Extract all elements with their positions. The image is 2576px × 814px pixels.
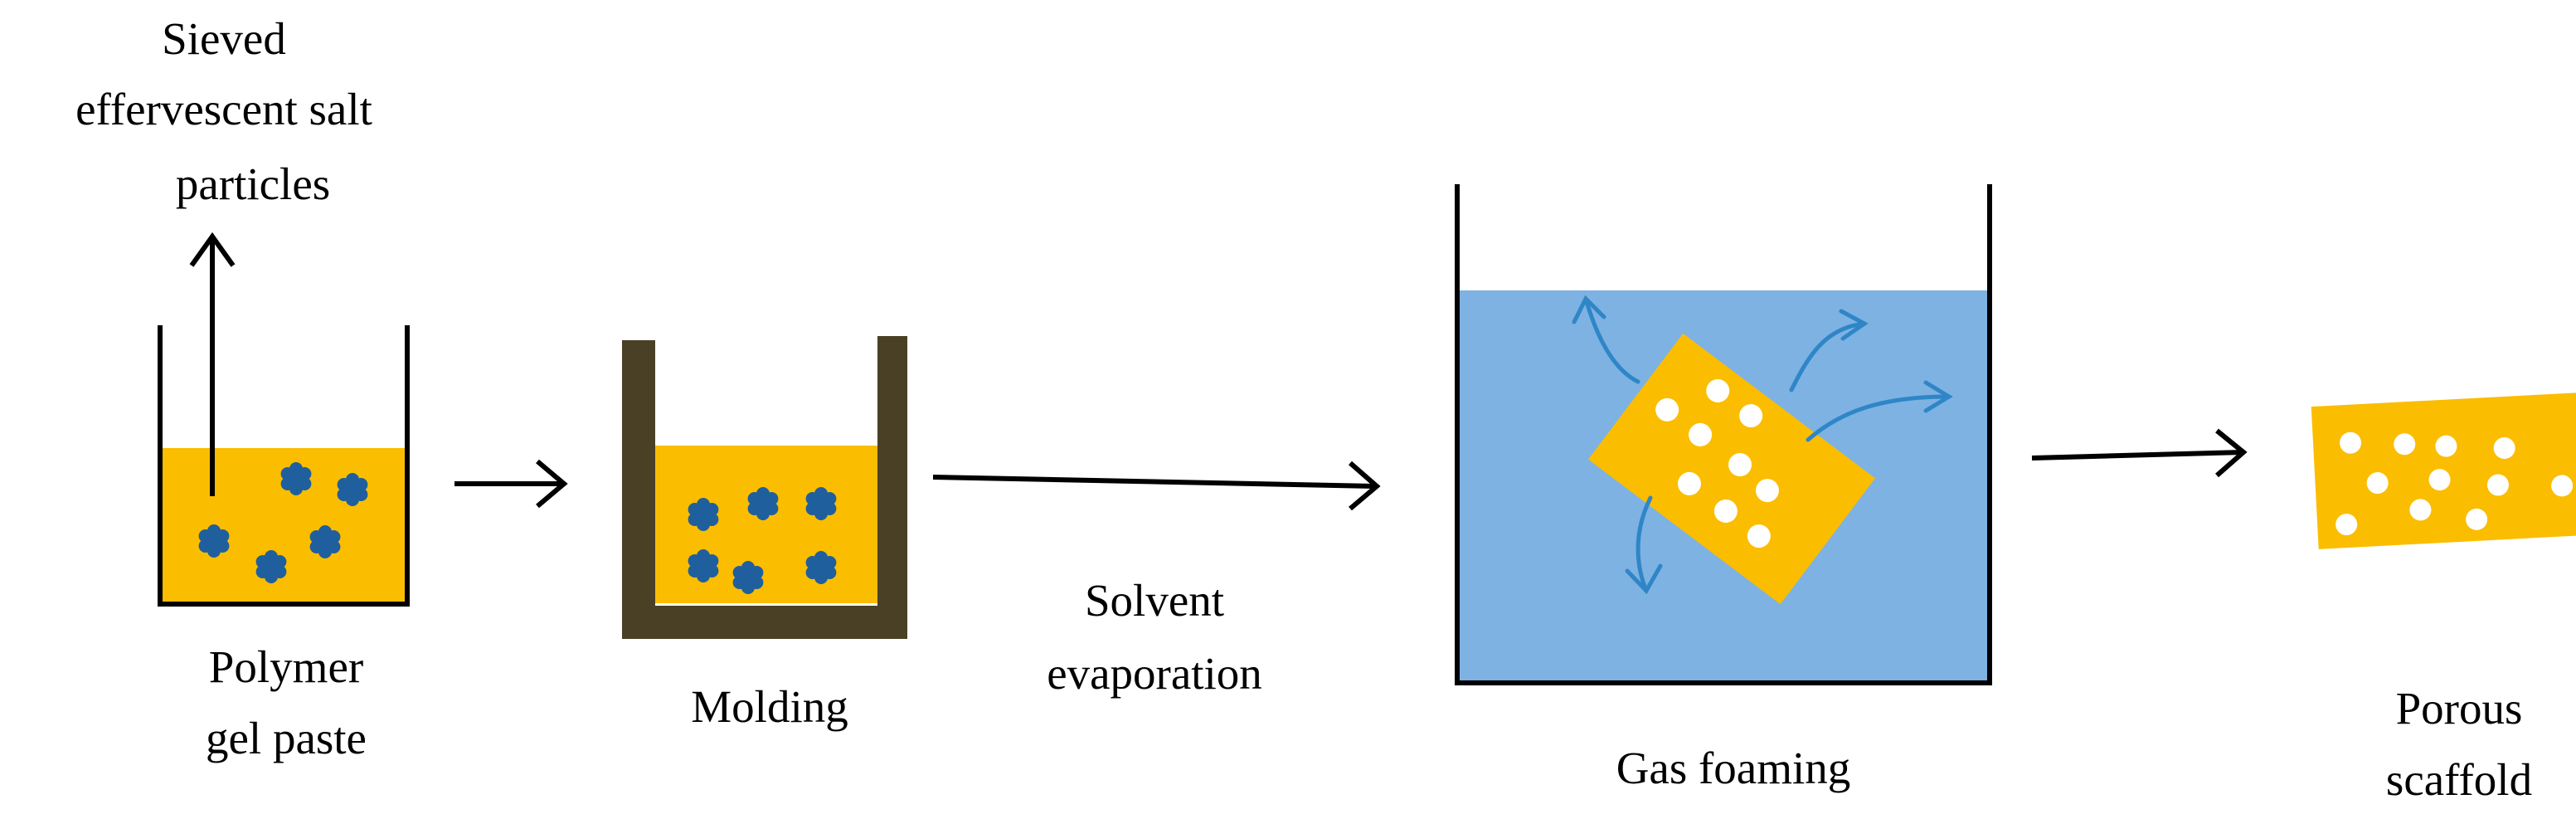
porous-label-line2: scaffold (2386, 754, 2532, 805)
polymer-label-line1: Polymer (209, 641, 363, 692)
pore-icon (2335, 514, 2358, 536)
pore-icon (2409, 499, 2432, 521)
pore-icon (2486, 474, 2509, 496)
mold-wall (622, 336, 907, 639)
pore-icon (2366, 472, 2389, 495)
molded-polymer-fill (655, 446, 877, 603)
pore-icon (2493, 436, 2515, 459)
pore-icon (1739, 404, 1763, 428)
foaming-scaffold (1588, 333, 1875, 605)
beaker-outline (158, 325, 410, 607)
pore-icon (1677, 471, 1701, 495)
pore-icon (1728, 453, 1752, 477)
pore-icon (2466, 508, 2488, 530)
gas-foaming-beaker (1455, 184, 1992, 685)
pore-icon (1713, 499, 1738, 523)
beaker-outline (1455, 184, 1992, 685)
pore-icon (1755, 479, 1779, 503)
pore-icon (2435, 435, 2457, 457)
polymer-gel-beaker (158, 232, 410, 607)
pore-icon (1706, 378, 1730, 402)
sieved-label-line2: effervescent salt (75, 84, 372, 134)
polymer-label-line2: gel paste (206, 713, 367, 763)
molding-label: Molding (691, 681, 848, 732)
porous-scaffold (2311, 392, 2576, 549)
pore-icon (1747, 524, 1771, 548)
pores (2335, 431, 2574, 536)
sieved-label-line1: Sieved (162, 13, 286, 64)
pore-icon (2551, 475, 2574, 497)
pore-icon (1689, 422, 1713, 446)
gas-release-arrows (1572, 295, 1953, 595)
porous-label-line1: Porous (2396, 683, 2523, 734)
pores (1655, 378, 1779, 548)
solvent-label-line1: Solvent (1085, 575, 1224, 626)
sieved-label-line3: particles (176, 158, 330, 209)
solvent-label-line2: evaporation (1047, 648, 1262, 699)
pore-icon (1655, 397, 1679, 422)
mold (622, 336, 907, 639)
gas-foaming-label: Gas foaming (1616, 743, 1851, 793)
pore-icon (2340, 431, 2362, 454)
pore-icon (2394, 433, 2416, 456)
process-arrow (454, 459, 568, 509)
particle-removal-arrow-head (189, 232, 236, 267)
pore-icon (2428, 469, 2451, 491)
process-arrow (932, 461, 1381, 511)
process-arrow (2031, 428, 2248, 478)
